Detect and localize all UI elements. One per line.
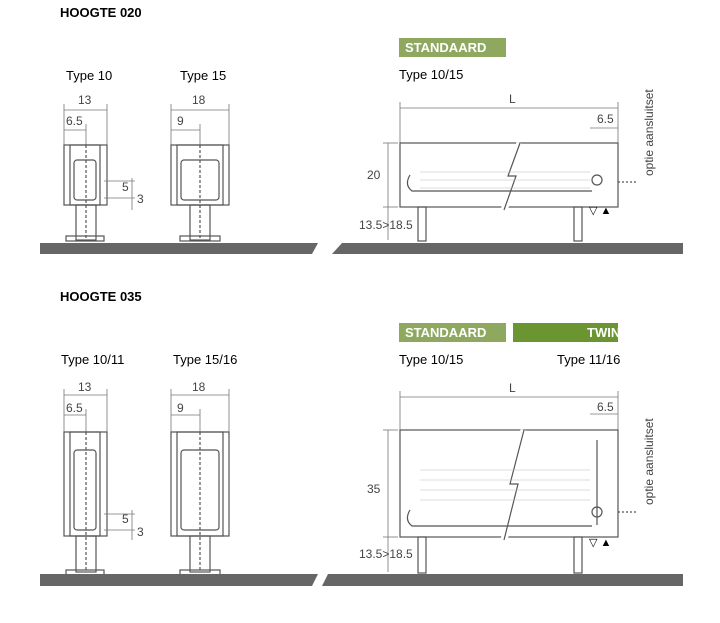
- badge-standaard-2: STANDAARD: [399, 323, 506, 342]
- type-label-10: Type 10: [66, 68, 113, 83]
- front-type-label-1: Type 10/15: [399, 352, 464, 367]
- foot-dim-020: 13.5>18.5: [359, 218, 413, 232]
- badge-standaard: STANDAARD: [399, 38, 506, 57]
- half-dim-15: 9: [177, 114, 184, 128]
- height-dim-035: 35: [367, 482, 381, 496]
- length-dim-035: L: [509, 381, 516, 395]
- front-type-label-2: Type 11/16: [557, 352, 621, 367]
- small-dim-a: 5: [122, 180, 129, 194]
- width-dim-15-16: 18: [192, 380, 206, 394]
- valve-icon-035: ▽ ▲: [589, 537, 612, 549]
- width-dim-15: 18: [192, 93, 206, 107]
- width-dim-10-11: 13: [78, 380, 92, 394]
- conn-dim-035: 6.5: [597, 400, 614, 414]
- option-label-020: optie aansluitset: [642, 89, 656, 176]
- small-dim-a-2: 5: [122, 512, 129, 526]
- length-dim-020: L: [509, 92, 516, 106]
- half-dim-10: 6.5: [66, 114, 83, 128]
- width-dim-10: 13: [78, 93, 92, 107]
- section-heading-020: HOOGTE 020: [60, 5, 142, 20]
- half-dim-15-16: 9: [177, 401, 184, 415]
- small-dim-b: 3: [137, 192, 144, 206]
- badge-twin: TWIN: [513, 323, 618, 342]
- type-label-15-16: Type 15/16: [173, 352, 238, 367]
- foot-dim-035: 13.5>18.5: [359, 547, 413, 561]
- small-dim-b-2: 3: [137, 525, 144, 539]
- conn-dim-020: 6.5: [597, 112, 614, 126]
- section-heading-035: HOOGTE 035: [60, 289, 142, 304]
- option-label-035: optie aansluitset: [642, 418, 656, 505]
- valve-icon-020: ▽ ▲: [589, 205, 612, 217]
- half-dim-10-11: 6.5: [66, 401, 83, 415]
- front-type-label: Type 10/15: [399, 67, 464, 82]
- type-label-10-11: Type 10/11: [61, 352, 125, 367]
- height-dim-020: 20: [367, 168, 381, 182]
- type-label-15: Type 15: [180, 68, 227, 83]
